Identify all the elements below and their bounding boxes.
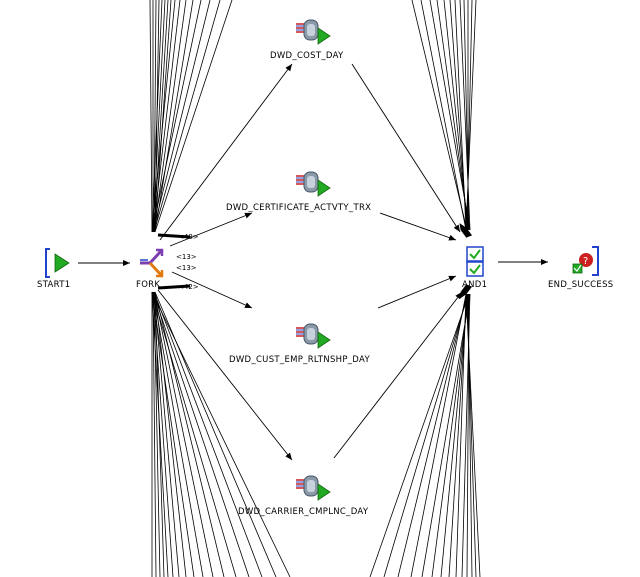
edge-fork-cost xyxy=(159,63,293,241)
fork-fan-up xyxy=(153,0,157,233)
and-fan-down xyxy=(431,293,470,577)
fork-fan-down xyxy=(152,291,250,577)
edge-label-fork-mid1: <13> xyxy=(176,253,197,261)
edge-fork-carrier xyxy=(157,289,293,461)
edge-fork-cust xyxy=(171,271,253,309)
fork-fan-up xyxy=(149,0,153,233)
fork-fan-up xyxy=(151,0,176,233)
task-label-cost[interactable]: DWD_COST_DAY xyxy=(270,51,344,61)
fork-fan-up xyxy=(152,0,166,233)
task-icon-cost[interactable] xyxy=(296,19,331,45)
fork-fan-up xyxy=(154,0,233,233)
fork-fan-up xyxy=(154,0,194,233)
fork-fan-up xyxy=(151,0,163,233)
fork-label: FORK xyxy=(136,280,161,290)
edge-carrier-and xyxy=(333,291,463,459)
svg-text:?: ? xyxy=(583,256,588,267)
fork-fan-up xyxy=(151,0,202,233)
fork-fan-down xyxy=(152,291,204,577)
and-fan-down xyxy=(440,293,469,577)
edge-cost-and xyxy=(351,63,461,233)
task-label-cust[interactable]: DWD_CUST_EMP_RLTNSHP_DAY xyxy=(229,355,370,365)
and-fan-down xyxy=(397,293,468,577)
fork-fan-down xyxy=(152,291,174,577)
and-label: AND1 xyxy=(462,280,488,290)
and-fan-down xyxy=(461,293,471,577)
fork-fan-down xyxy=(151,291,237,577)
start-label: START1 xyxy=(37,280,71,290)
offscreen-edges xyxy=(149,0,481,577)
start-icon[interactable] xyxy=(45,248,70,278)
and-join-icon[interactable] xyxy=(466,246,484,277)
and-fan-up xyxy=(411,0,468,231)
task-icon-cert[interactable] xyxy=(296,171,331,197)
edge-cust-and xyxy=(377,275,457,309)
and-fan-up xyxy=(420,0,467,231)
end-success-icon[interactable]: ? xyxy=(572,246,599,276)
fork-fan-up xyxy=(153,0,221,233)
fork-fan-down xyxy=(153,291,263,577)
and-arrowhead xyxy=(464,230,473,238)
and-fan-up xyxy=(429,0,471,231)
fork-fan-down xyxy=(154,291,225,577)
fork-fan-down xyxy=(151,291,169,577)
and-fan-up xyxy=(459,0,471,231)
fork-fan-down xyxy=(153,291,180,577)
visible-edges xyxy=(78,63,548,461)
edge-label-fork-top: <48> xyxy=(178,233,199,241)
fork-fan-down xyxy=(151,291,291,577)
end-label: END_SUCCESS xyxy=(548,280,614,290)
fork-fan-up xyxy=(153,0,187,233)
and-fan-down xyxy=(410,293,467,577)
fork-fan-down xyxy=(151,291,195,577)
fork-fan-up xyxy=(153,0,169,233)
edge-cert-and xyxy=(379,212,457,241)
fork-edge-bundle xyxy=(157,284,191,290)
and-fan-down xyxy=(383,293,469,577)
task-icon-carrier[interactable] xyxy=(296,475,331,501)
edge-label-fork-mid2: <13> xyxy=(176,264,197,272)
edge-label-fork-bottom: <42> xyxy=(178,283,199,291)
task-label-cert[interactable]: DWD_CERTIFICATE_ACTVTY_TRX xyxy=(226,203,372,213)
fork-fan-down xyxy=(152,291,157,577)
fork-fan-up xyxy=(152,0,211,233)
and-arrowhead xyxy=(464,284,473,292)
fork-fan-down xyxy=(154,291,187,577)
and-fan-down xyxy=(369,293,470,577)
and-fan-down xyxy=(448,293,468,577)
fork-fan-up xyxy=(152,0,181,233)
fork-fan-down xyxy=(153,291,214,577)
task-icon-cust[interactable] xyxy=(296,323,331,349)
task-label-carrier[interactable]: DWD_CARRIER_CMPLNC_DAY xyxy=(238,507,369,517)
fork-icon[interactable] xyxy=(140,248,164,278)
edge-fork-cert xyxy=(169,212,253,247)
and-fan-down xyxy=(421,293,471,577)
